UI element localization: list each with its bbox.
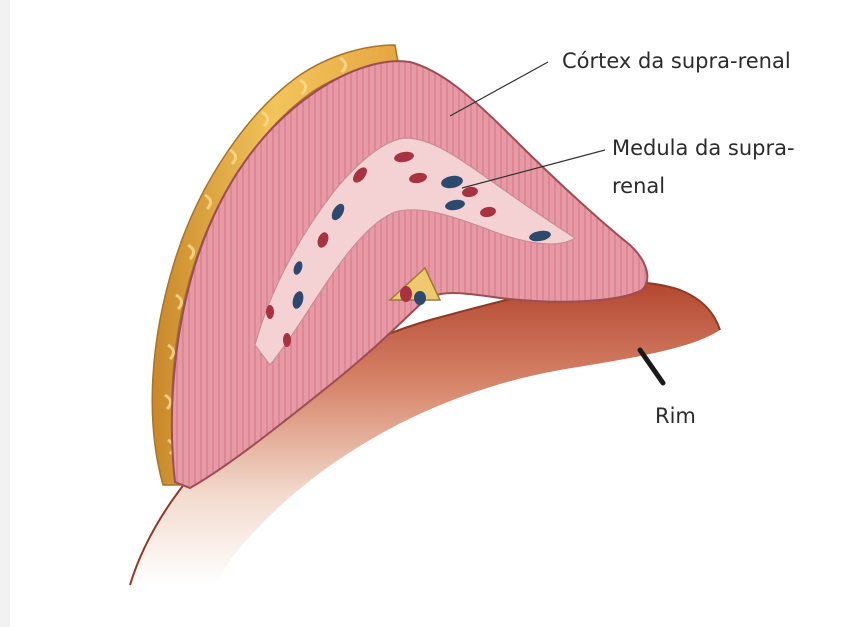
vessel-blue [414,291,426,305]
kidney-label: Rim [655,401,696,431]
vessel-red [400,286,412,302]
medulla-label-line1: Medula da supra- [612,133,795,163]
cortex-label: Córtex da supra-renal [562,46,791,76]
cortex-leader-line [450,62,548,116]
adrenal-cortex [172,61,647,488]
medulla-label-line2: renal [612,171,665,201]
rim-leader-line [640,350,663,383]
